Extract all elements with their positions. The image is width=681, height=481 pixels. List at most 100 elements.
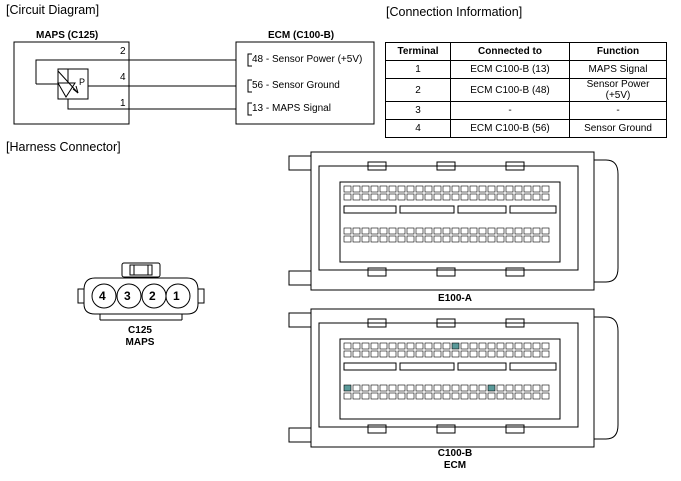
pin-cavity xyxy=(487,384,496,392)
pin-cavity xyxy=(343,235,352,243)
pin-cavity xyxy=(451,227,460,235)
pin-cavity xyxy=(469,185,478,193)
key-slot xyxy=(457,362,507,371)
pin-cavity xyxy=(469,235,478,243)
pin-cavity xyxy=(379,193,388,201)
pin-cavity xyxy=(523,193,532,201)
pin-cavity xyxy=(361,227,370,235)
pin-cavity xyxy=(451,392,460,400)
pin-cavity xyxy=(541,235,550,243)
mount-tab xyxy=(288,312,312,328)
pin-cavity xyxy=(541,392,550,400)
maps-connector-desc: MAPS xyxy=(125,337,155,348)
pin-cavity xyxy=(496,384,505,392)
pin-cavity xyxy=(397,384,406,392)
pin-cavity xyxy=(460,185,469,193)
pin-cavity xyxy=(433,193,442,201)
connection-info-title: [Connection Information] xyxy=(386,5,523,19)
pin-cavity xyxy=(442,350,451,358)
connector-latch xyxy=(594,316,619,440)
pin-cavity xyxy=(514,193,523,201)
pin-cavity xyxy=(478,392,487,400)
pin-cavity xyxy=(433,227,442,235)
pin-cavity xyxy=(352,350,361,358)
ecm-pin-13-label: 13 - MAPS Signal xyxy=(252,103,331,114)
ecm-a-connector-name: E100-A xyxy=(438,293,472,304)
cell-terminal: 4 xyxy=(385,119,451,138)
pin-cavity xyxy=(379,235,388,243)
pin-cavity xyxy=(496,350,505,358)
pin-cavity xyxy=(478,342,487,350)
pin-cavity xyxy=(442,342,451,350)
pin-cavity xyxy=(406,193,415,201)
pin-cavity xyxy=(523,384,532,392)
pin-cavity xyxy=(415,350,424,358)
pin-cavity xyxy=(397,227,406,235)
pin-cavity xyxy=(505,384,514,392)
pin-cavity xyxy=(352,193,361,201)
pin-cavity xyxy=(343,392,352,400)
pin-cavity xyxy=(442,392,451,400)
pin-cavity xyxy=(442,193,451,201)
pin-cavity xyxy=(352,392,361,400)
pin-cavity xyxy=(424,384,433,392)
pin-cavity xyxy=(451,384,460,392)
pin-cavity xyxy=(397,392,406,400)
pin-cavity xyxy=(451,342,460,350)
pin-cavity xyxy=(523,235,532,243)
key-tab xyxy=(367,267,387,277)
pin-cavity xyxy=(406,392,415,400)
pin-cavity xyxy=(478,185,487,193)
pin-cavity xyxy=(424,342,433,350)
pin-cavity xyxy=(433,342,442,350)
key-slot xyxy=(457,205,507,214)
pin-cavity xyxy=(424,235,433,243)
pin-cavity xyxy=(487,350,496,358)
pin-cavity xyxy=(370,384,379,392)
mount-tab xyxy=(288,155,312,171)
pin-cavity xyxy=(361,384,370,392)
pin-cavity xyxy=(496,227,505,235)
pin-cavity xyxy=(478,193,487,201)
pin-cavity xyxy=(478,235,487,243)
pin-cavity xyxy=(451,350,460,358)
pin-cavity xyxy=(424,193,433,201)
pin-cavity xyxy=(379,185,388,193)
pin-cavity xyxy=(514,392,523,400)
pin-cavity xyxy=(442,185,451,193)
pin-cavity xyxy=(505,392,514,400)
pin-cavity xyxy=(442,235,451,243)
pin-cavity xyxy=(361,392,370,400)
pin-cavity xyxy=(397,193,406,201)
pin-cavity xyxy=(541,185,550,193)
pin-cavity xyxy=(487,235,496,243)
connector-body xyxy=(310,151,595,291)
pin-cavity xyxy=(505,227,514,235)
cell-function: Sensor Power (+5V) xyxy=(569,78,667,102)
pin-cavity xyxy=(415,185,424,193)
table-row: 4 ECM C100-B (56) Sensor Ground xyxy=(385,119,667,138)
maps-pin-3-number: 3 xyxy=(124,289,131,303)
ecm-pin-56-label: 56 - Sensor Ground xyxy=(252,80,340,91)
pin-cavity xyxy=(532,384,541,392)
key-slot xyxy=(399,362,455,371)
pin-cavity xyxy=(379,227,388,235)
pin-cavity xyxy=(478,227,487,235)
key-slot xyxy=(509,362,557,371)
pin-cavity xyxy=(442,384,451,392)
maps-pin-4 xyxy=(91,283,117,309)
maps-pin-1 xyxy=(165,283,191,309)
pin-cavity xyxy=(487,342,496,350)
connection-table: Terminal Connected to Function 1 ECM C10… xyxy=(385,42,667,138)
pin-cavity xyxy=(460,392,469,400)
pin-cavity xyxy=(541,350,550,358)
pin-cavity xyxy=(370,193,379,201)
pin-cavity xyxy=(370,392,379,400)
pin-cavity xyxy=(433,350,442,358)
pin-cavity xyxy=(532,193,541,201)
pin-cavity xyxy=(541,193,550,201)
pin-cavity xyxy=(406,342,415,350)
ecm-b-connector-name: C100-B xyxy=(437,448,473,459)
pin-cavity xyxy=(469,227,478,235)
pin-cavity xyxy=(379,342,388,350)
